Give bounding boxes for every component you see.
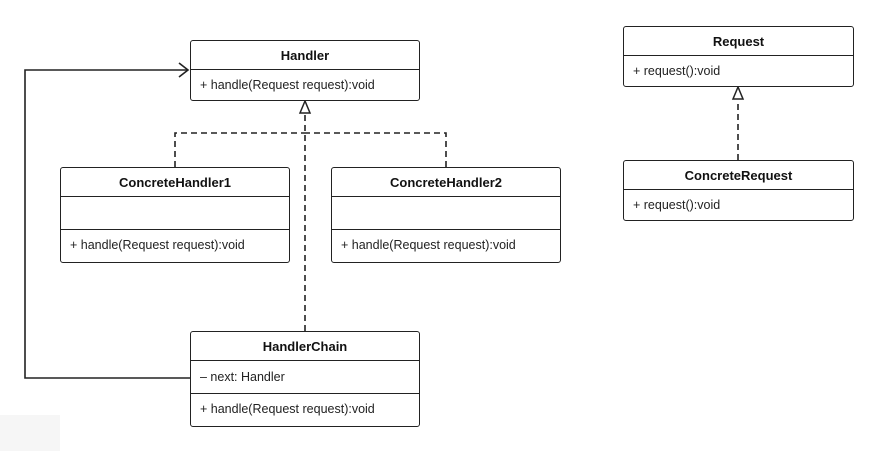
method: + request():void [633,64,721,78]
method: + handle(Request request):void [200,402,375,416]
method: + request():void [633,198,721,212]
class-concrete-handler-1: ConcreteHandler1 + handle(Request reques… [60,167,290,263]
connector-handler-chain-next-association [24,69,190,379]
class-concrete-request: ConcreteRequest + request():void [623,160,854,221]
class-concrete-handler-2: ConcreteHandler2 + handle(Request reques… [331,167,561,263]
class-name: Handler [191,41,419,70]
method: + handle(Request request):void [70,238,245,252]
class-name: ConcreteRequest [624,161,853,190]
attribute: – next: Handler [191,361,419,394]
method: + handle(Request request):void [200,78,375,92]
class-name: ConcreteHandler2 [332,168,560,197]
association-arrowhead [178,62,190,78]
class-handler: Handler + handle(Request request):void [190,40,420,101]
connector-concrete-handler1-to-handler [174,132,305,167]
class-name: Request [624,27,853,56]
class-name: HandlerChain [191,332,419,361]
class-handler-chain: HandlerChain – next: Handler + handle(Re… [190,331,420,427]
class-request: Request + request():void [623,26,854,87]
request-realization-arrowhead [731,85,745,100]
class-name: ConcreteHandler1 [61,168,289,197]
corner-shade [0,415,60,451]
handler-realization-arrowhead [298,99,312,114]
attributes-section [61,197,289,230]
method: + handle(Request request):void [341,238,516,252]
connector-concrete-handler2-to-handler [305,132,447,167]
attributes-section [332,197,560,230]
